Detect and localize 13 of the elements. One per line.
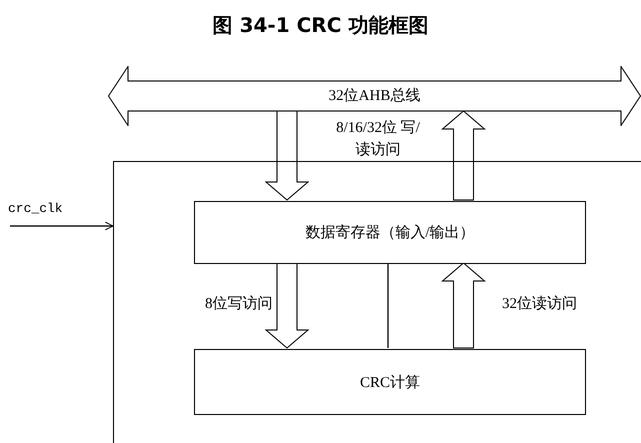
block-box: 数据寄存器（输入/输出）	[194, 201, 586, 264]
block-arrow	[264, 262, 310, 349]
block-arrow	[264, 110, 310, 201]
block-arrow	[441, 262, 486, 348]
signal-label: crc_clk	[8, 201, 78, 221]
edge-label: 8位写访问	[205, 294, 272, 313]
peripheral-box	[113, 161, 641, 443]
edge-label: 32位读访问	[502, 294, 577, 313]
block-arrow	[441, 110, 486, 200]
block-box: CRC计算	[194, 349, 586, 415]
title: 图 34-1 CRC 功能框图	[212, 12, 430, 39]
arrow	[10, 222, 114, 230]
connector-line	[387, 263, 389, 348]
